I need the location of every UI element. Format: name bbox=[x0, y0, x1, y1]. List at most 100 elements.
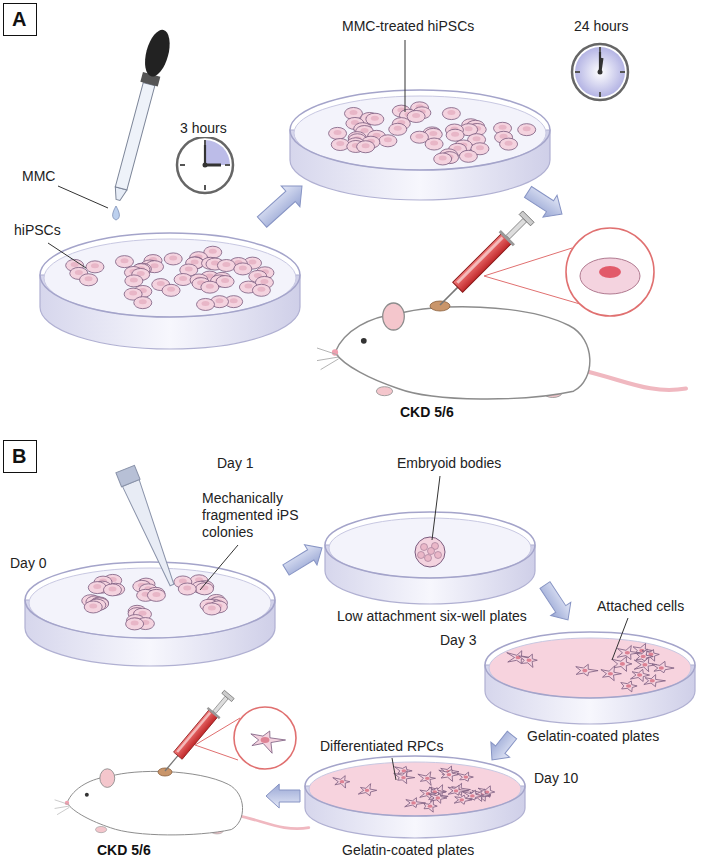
cell bbox=[251, 731, 286, 753]
cell-nucleus bbox=[108, 586, 116, 591]
implant bbox=[430, 301, 450, 311]
cell bbox=[405, 798, 426, 808]
cell-body bbox=[147, 589, 165, 601]
petri-dish bbox=[325, 512, 535, 604]
cell bbox=[126, 618, 144, 630]
panel-letter-box: B bbox=[3, 440, 37, 473]
syringe-plunger bbox=[213, 696, 228, 713]
cell-nucleus bbox=[505, 141, 513, 146]
cell-nucleus bbox=[130, 277, 138, 282]
mouse-eye bbox=[361, 338, 367, 344]
cell bbox=[424, 800, 437, 812]
syringe-needle bbox=[165, 755, 178, 771]
cell-nucleus bbox=[582, 669, 587, 673]
cell-body bbox=[612, 657, 632, 672]
cell-body bbox=[331, 139, 349, 151]
cell-nucleus bbox=[209, 249, 217, 254]
cell-nucleus bbox=[216, 298, 224, 303]
cell-nucleus bbox=[447, 110, 455, 115]
cell-body bbox=[178, 583, 196, 595]
mouse-foot bbox=[376, 387, 392, 396]
cell-nucleus bbox=[85, 276, 93, 281]
pipette-top bbox=[116, 465, 140, 486]
cell-body bbox=[201, 281, 219, 293]
cell-nucleus bbox=[208, 605, 216, 610]
cell-nucleus bbox=[129, 291, 137, 296]
cell-nucleus bbox=[169, 255, 177, 260]
cell-body bbox=[652, 661, 674, 672]
cell-body bbox=[424, 800, 437, 812]
cell-nucleus bbox=[637, 673, 642, 677]
cell-nucleus bbox=[659, 666, 664, 670]
cell-nucleus bbox=[230, 298, 238, 303]
syringe-plunger bbox=[506, 218, 527, 239]
clock-tick bbox=[620, 71, 625, 73]
callout-label: Gelatin-coated plates bbox=[340, 842, 476, 859]
flow-arrow bbox=[266, 784, 300, 808]
pipette bbox=[116, 465, 181, 588]
embryoid-body bbox=[415, 537, 445, 567]
cell-body bbox=[407, 110, 425, 122]
zoom-line bbox=[484, 276, 580, 304]
cell-nucleus bbox=[641, 655, 646, 659]
cell-body bbox=[333, 776, 350, 788]
dropper-bulb bbox=[141, 27, 175, 79]
cell bbox=[234, 263, 252, 275]
cell bbox=[358, 784, 376, 796]
syringe-needle bbox=[440, 287, 458, 305]
cell-body bbox=[125, 275, 143, 287]
zoom-line bbox=[195, 718, 240, 745]
leader-line bbox=[392, 758, 396, 780]
cell-nucleus bbox=[464, 775, 469, 778]
cell bbox=[134, 297, 152, 309]
cell-body bbox=[84, 601, 102, 613]
dish-rim bbox=[25, 562, 275, 638]
clock-tick bbox=[204, 140, 206, 145]
leader-line bbox=[405, 40, 406, 112]
cell-body bbox=[459, 150, 477, 162]
cell-nucleus bbox=[415, 134, 423, 139]
cell-nucleus bbox=[179, 276, 187, 281]
cell-nucleus bbox=[625, 651, 630, 655]
cell bbox=[454, 795, 472, 804]
cell-nucleus bbox=[139, 299, 147, 304]
cell bbox=[203, 603, 221, 615]
cell-nucleus bbox=[340, 780, 345, 783]
cell-body bbox=[439, 769, 459, 781]
cell bbox=[425, 138, 443, 150]
cell-nucleus bbox=[131, 620, 139, 625]
callout-label: Day 0 bbox=[8, 555, 49, 572]
cell-body bbox=[134, 297, 152, 309]
cell-nucleus bbox=[362, 143, 370, 148]
cell-nucleus bbox=[439, 155, 447, 160]
cell-nucleus bbox=[349, 110, 357, 115]
syringe-barrel bbox=[174, 709, 219, 759]
cell bbox=[434, 153, 452, 165]
cell bbox=[147, 589, 165, 601]
callout-label: Mechanically fragmented iPS colonies bbox=[200, 490, 314, 541]
cell-nucleus bbox=[429, 131, 437, 136]
cell-body bbox=[617, 646, 639, 660]
syringe bbox=[159, 689, 236, 776]
syringe-barrel bbox=[453, 233, 512, 292]
cell-nucleus bbox=[411, 801, 416, 804]
cell-nucleus bbox=[642, 663, 647, 667]
clock-hand bbox=[599, 52, 601, 72]
cell-nucleus bbox=[365, 789, 370, 792]
clock-tick bbox=[599, 92, 601, 97]
cell-nucleus bbox=[430, 141, 438, 146]
cell-body bbox=[630, 669, 649, 681]
cell-nucleus bbox=[499, 125, 507, 130]
cell-nucleus bbox=[371, 116, 379, 121]
cell-body bbox=[418, 772, 436, 786]
cell-body bbox=[115, 256, 133, 268]
cell-nucleus bbox=[185, 267, 193, 272]
cell-body bbox=[601, 666, 622, 681]
callout-label: Day 3 bbox=[438, 632, 479, 649]
mouse bbox=[55, 769, 309, 835]
cell-nucleus bbox=[334, 130, 342, 135]
cell-nucleus bbox=[239, 265, 247, 270]
cell-nucleus bbox=[459, 798, 464, 801]
dish-rim bbox=[325, 512, 535, 578]
cell bbox=[115, 256, 133, 268]
